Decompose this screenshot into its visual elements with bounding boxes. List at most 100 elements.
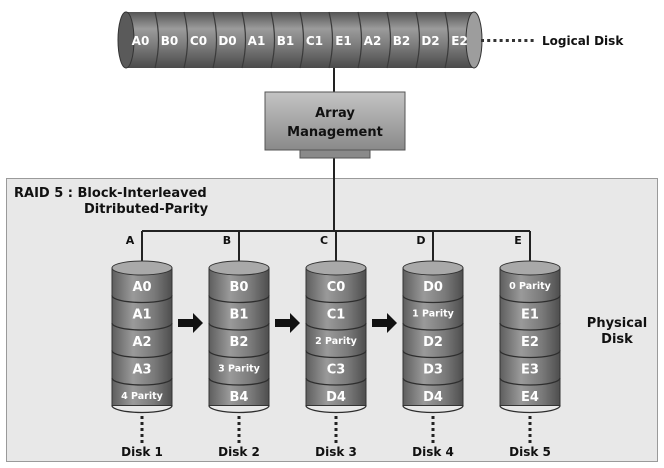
disk-letter-d: D	[416, 234, 425, 247]
logical-block-d0: D0	[218, 34, 236, 48]
disk-trail-dot	[528, 416, 532, 419]
disk-segment-edge	[499, 350, 561, 359]
disk-trail-dot	[237, 434, 241, 437]
disk-trail-dot	[140, 428, 144, 431]
disk-block: D4	[423, 390, 443, 405]
disk-block: E3	[521, 363, 539, 378]
physical-disk-label: Physical Disk	[572, 316, 662, 348]
disk-segment-edge	[111, 377, 173, 386]
disk-top	[208, 260, 270, 276]
disk-letter-b: B	[223, 234, 231, 247]
physical-label-line1: Physical	[586, 316, 648, 331]
logical-block-e2: E2	[451, 34, 468, 48]
disk-trail-dot	[431, 422, 435, 425]
logical-block-a0: A0	[132, 34, 150, 48]
arrow-right-icon	[372, 313, 397, 333]
array-management-connector	[299, 149, 371, 159]
logical-leader-dot	[512, 39, 515, 42]
disk-segment-edge	[305, 350, 367, 359]
disk-segment-edge	[402, 322, 464, 331]
disk-segment-edge	[402, 405, 464, 414]
raid-title-line1: RAID 5 : Block-Interleaved	[14, 186, 207, 201]
disk-trail-dot	[431, 428, 435, 431]
logical-leader-dot	[505, 39, 509, 42]
logical-segment-divider	[444, 11, 450, 69]
disk-block: 2 Parity	[315, 336, 358, 347]
disk-segment-edge	[111, 405, 173, 414]
logical-leader-dot	[518, 39, 522, 42]
disk-trail-dot	[334, 416, 338, 419]
disk-trail-dot	[334, 428, 338, 431]
logical-disk-body	[126, 12, 474, 68]
disk-segment-edge	[305, 377, 367, 386]
disk-block: B4	[230, 390, 249, 405]
disk-trail-dot	[431, 434, 435, 437]
array-management-box	[264, 91, 406, 151]
logical-block-e1: E1	[335, 34, 352, 48]
logical-segment-divider	[357, 11, 363, 69]
disk-trail-dot	[237, 440, 241, 443]
logical-leader-dot	[481, 39, 484, 42]
disk-segment-edge	[305, 322, 367, 331]
disk-block: C3	[327, 363, 346, 378]
disk-block: A1	[132, 308, 151, 323]
arrow-right-icon	[178, 313, 203, 333]
logical-segment-divider	[241, 11, 247, 69]
disk-block: D2	[423, 335, 443, 350]
disk-trail-dot	[431, 416, 435, 419]
disk-segment-edge	[499, 377, 561, 386]
disk-segment-edge	[111, 295, 173, 304]
logical-segment-divider	[299, 11, 305, 69]
disk-letter-e: E	[514, 234, 522, 247]
logical-segment-divider	[386, 11, 392, 69]
disk-block: C1	[327, 308, 346, 323]
disk-block: B0	[230, 280, 249, 295]
logical-segment-divider	[415, 11, 421, 69]
disk-segment-edge	[499, 405, 561, 414]
disk-trail-dot	[140, 422, 144, 425]
disk-label-3: Disk 3	[315, 445, 357, 459]
disk-segment-edge	[208, 295, 270, 304]
disk-trail-dot	[334, 422, 338, 425]
logical-block-d2: D2	[421, 34, 439, 48]
disk-letter-a: A	[126, 234, 135, 247]
disk-block: 3 Parity	[218, 364, 261, 375]
physical-label-line2: Disk	[601, 332, 633, 347]
logical-disk-label: Logical Disk	[542, 34, 624, 48]
disk-segment-edge	[111, 350, 173, 359]
disk-label-1: Disk 1	[121, 445, 163, 459]
disk-block: 4 Parity	[121, 391, 164, 402]
disk-segment-edge	[499, 295, 561, 304]
logical-disk-right-cap	[465, 11, 483, 69]
logical-segment-divider	[212, 11, 218, 69]
disk-trail-dot	[140, 416, 144, 419]
disk-label-4: Disk 4	[412, 445, 454, 459]
logical-disk-left-cap	[117, 11, 135, 69]
disk-segment-edge	[305, 405, 367, 414]
disk-top	[499, 260, 561, 276]
logical-block-b0: B0	[161, 34, 179, 48]
disk-segment-edge	[208, 350, 270, 359]
logical-leader-dot	[524, 39, 528, 42]
disk-block: D0	[423, 280, 443, 295]
disk-segment-edge	[499, 322, 561, 331]
disk-trail-dot	[528, 428, 532, 431]
disk-block: D4	[326, 390, 346, 405]
logical-block-a2: A2	[364, 34, 382, 48]
disk-segment-edge	[402, 377, 464, 386]
logical-segment-divider	[270, 11, 276, 69]
disk-trail-dot	[334, 440, 338, 443]
disk-segment-edge	[402, 295, 464, 304]
logical-segment-divider	[183, 11, 189, 69]
disk-label-2: Disk 2	[218, 445, 260, 459]
logical-block-b1: B1	[277, 34, 295, 48]
arrow-right-icon	[275, 313, 300, 333]
disk-trail-dot	[237, 422, 241, 425]
logical-block-c0: C0	[190, 34, 207, 48]
disk-trail-dot	[140, 434, 144, 437]
disk-label-5: Disk 5	[509, 445, 551, 459]
disk-trail-dot	[431, 440, 435, 443]
disk-block: E2	[521, 335, 539, 350]
